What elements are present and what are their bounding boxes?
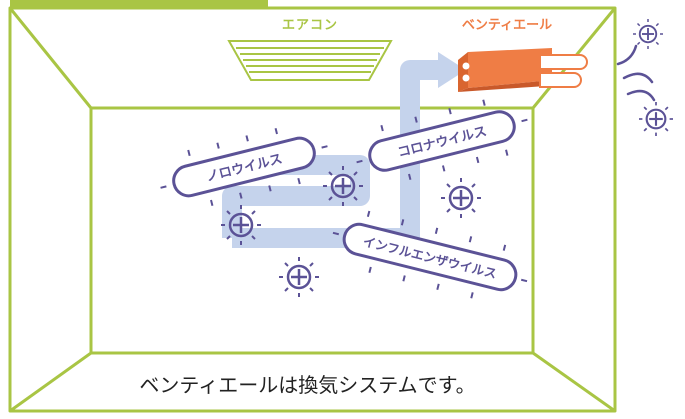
virus-icon [633,19,663,49]
caption: ベンティエールは換気システムです。 [139,373,476,397]
corona-virus-capsule: コロナウイルス [356,99,528,181]
wind-icon [616,44,656,102]
virus-icon [638,101,674,137]
ventiair-label: ベンティエール [461,18,553,33]
noro-virus-capsule: ノロウイルス [160,127,328,207]
header-tab [10,0,268,8]
influenza-virus-capsule: インフルエンザウイルス [332,210,528,299]
virus-icon [279,257,319,297]
aircon-icon [227,40,393,81]
aircon-label: エアコン [281,18,338,33]
ventiair-unit-icon [458,48,588,92]
virus-icon [221,205,261,245]
virus-icon [323,166,363,206]
virus-icon [441,178,481,218]
